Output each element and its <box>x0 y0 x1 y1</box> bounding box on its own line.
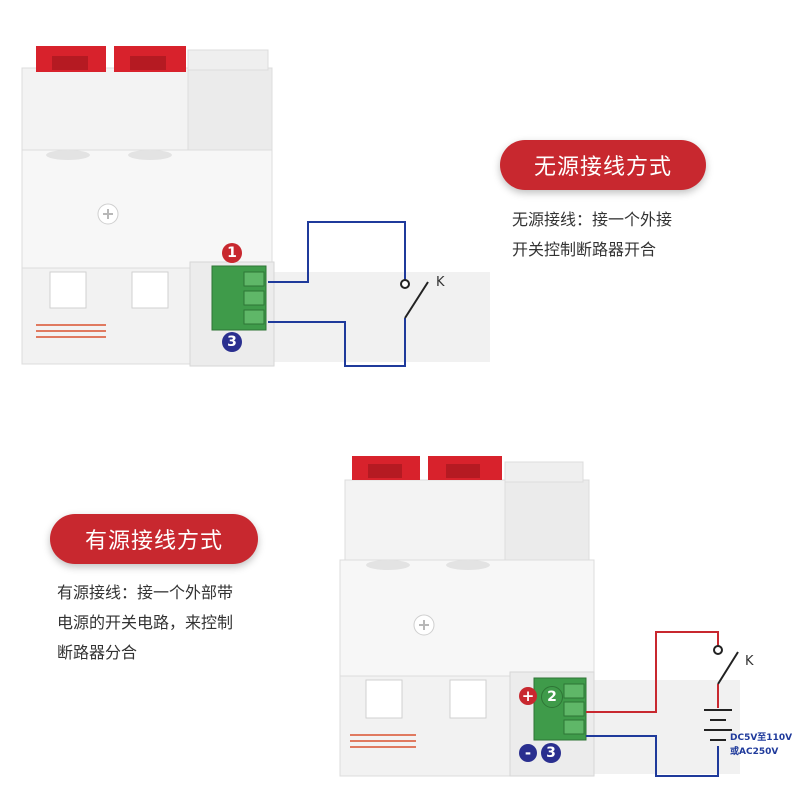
bottom-desc-line2: 电源的开关电路，来控制 <box>57 613 234 632</box>
top-title-pill: 无源接线方式 <box>500 140 706 190</box>
bottom-terminal-badge-2: 2 <box>541 686 563 708</box>
top-title: 无源接线方式 <box>533 155 672 180</box>
bottom-minus-symbol: - <box>519 744 537 762</box>
top-terminal-block <box>211 265 267 331</box>
top-switch-label: K <box>436 275 445 290</box>
top-terminal-badge-1: 1 <box>222 243 242 263</box>
bottom-description: 有源接线：接一个外部带 电源的开关电路，来控制 断路器分合 <box>57 578 233 668</box>
top-wiring <box>268 221 429 367</box>
bottom-voltage-label: DC5V至110V 或AC250V <box>730 731 792 759</box>
top-breaker-body <box>21 46 490 367</box>
bottom-terminal-block <box>533 677 587 741</box>
top-terminal-badge-3: 3 <box>222 332 242 352</box>
bottom-plus-symbol: + <box>519 687 537 705</box>
bottom-voltage-line1: DC5V至110V <box>730 733 793 743</box>
bottom-voltage-line2: 或AC250V <box>730 747 779 757</box>
top-description: 无源接线：接一个外接 开关控制断路器开合 <box>512 205 672 265</box>
bottom-switch-label: K <box>745 654 754 669</box>
top-desc-line2: 开关控制断路器开合 <box>512 240 657 259</box>
bottom-desc-line3: 断路器分合 <box>57 643 138 662</box>
bottom-title: 有源接线方式 <box>84 529 223 554</box>
bottom-title-pill: 有源接线方式 <box>50 514 258 564</box>
bottom-desc-line1: 有源接线：接一个外部带 <box>57 583 234 602</box>
bottom-terminal-badge-3: 3 <box>541 743 561 763</box>
top-desc-line1: 无源接线：接一个外接 <box>512 210 673 229</box>
